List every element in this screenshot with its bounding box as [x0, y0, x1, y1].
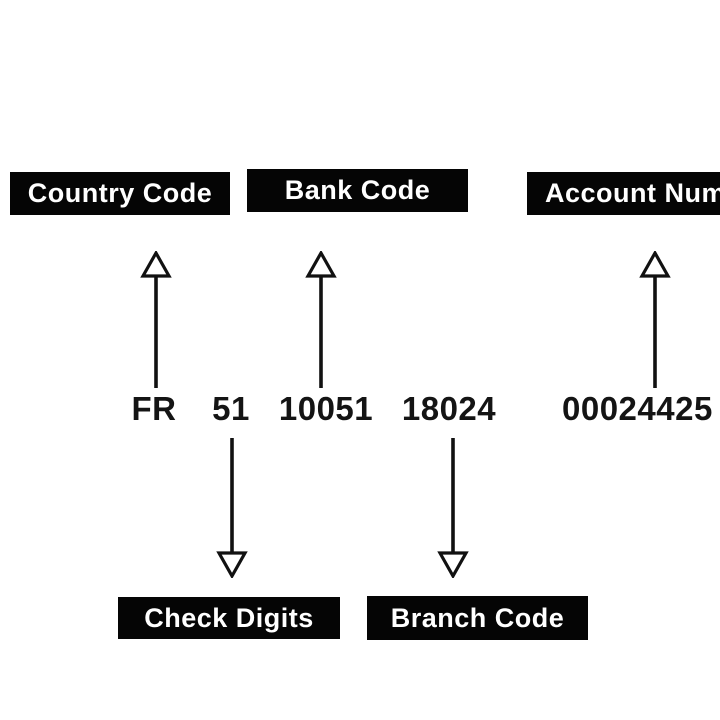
bank-code-label: Bank Code — [284, 175, 431, 205]
account-number-label-box: Account Number — [527, 172, 720, 215]
country-code-label: Country Code — [27, 178, 213, 208]
down-arrow-icon — [437, 438, 469, 578]
bank-code-label-box: Bank Code — [247, 169, 468, 212]
branch-code-label: Branch Code — [390, 602, 565, 633]
down-arrow-icon — [216, 438, 248, 578]
account-number-label: Account Number — [545, 178, 720, 208]
up-arrow-icon — [305, 251, 337, 388]
branch-code-label-box: Branch Code — [367, 596, 588, 640]
iban-segment-check-digits: 51 — [212, 390, 250, 427]
iban-segment-account-number: 00024425 — [562, 390, 713, 427]
iban-segment-branch-code: 18024 — [401, 390, 497, 427]
check-digits-label-box: Check Digits — [118, 597, 340, 639]
check-digits-label: Check Digits — [144, 602, 314, 633]
up-arrow-icon — [140, 251, 172, 388]
iban-segment-country-code: FR — [131, 390, 177, 427]
country-code-label-box: Country Code — [10, 172, 230, 215]
iban-segment-bank-code: 10051 — [278, 390, 374, 427]
up-arrow-icon — [639, 251, 671, 388]
